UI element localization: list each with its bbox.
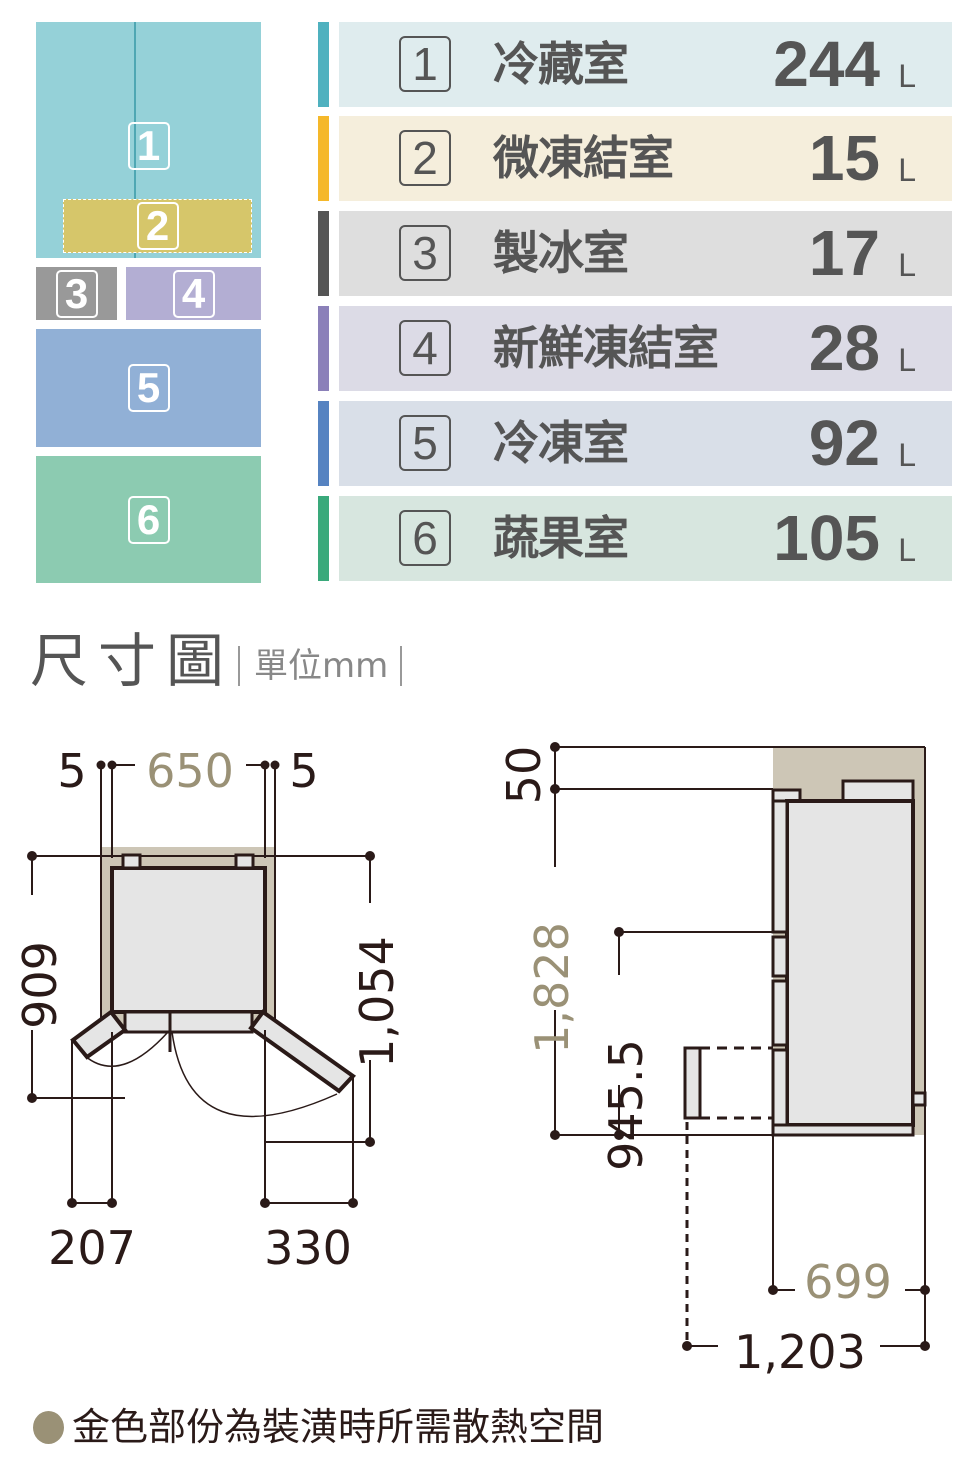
capacity-row: 2 微凍結室 15 L <box>318 116 952 201</box>
row-background: 2 微凍結室 15 L <box>339 116 952 201</box>
row-accent <box>318 401 329 486</box>
row-background: 6 蔬果室 105 L <box>339 496 952 581</box>
row-accent <box>318 211 329 296</box>
block-4: 4 <box>126 267 261 320</box>
right-door <box>248 1009 357 1094</box>
row-background: 5 冷凍室 92 L <box>339 401 952 486</box>
row-name: 微凍結室 <box>493 131 674 185</box>
left-door <box>70 1009 128 1060</box>
row-name: 冷凍室 <box>493 416 629 470</box>
block-3: 3 <box>36 267 117 320</box>
height-label: 1,828 <box>525 922 579 1054</box>
row-background: 3 製冰室 17 L <box>339 211 952 296</box>
right-gap-label: 5 <box>289 744 318 798</box>
row-name: 新鮮凍結室 <box>493 321 719 375</box>
row-name: 蔬果室 <box>493 511 629 565</box>
row-background: 4 新鮮凍結室 28 L <box>339 306 952 391</box>
capacity-row: 4 新鮮凍結室 28 L <box>318 306 952 391</box>
row-capacity: 15 <box>808 122 880 194</box>
capacity-row: 5 冷凍室 92 L <box>318 401 952 486</box>
depth-open-label: 1,054 <box>350 936 404 1068</box>
block-6-label: 6 <box>127 495 170 544</box>
row-capacity: 105 <box>773 502 880 574</box>
top-gap-label: 50 <box>497 746 551 805</box>
block-2: 2 <box>63 199 252 253</box>
note-text: 金色部份為裝潢時所需散熱空間 <box>72 1405 605 1449</box>
row-capacity: 28 <box>808 312 880 384</box>
row-accent <box>318 496 329 581</box>
row-unit: L <box>898 152 916 188</box>
unit-label: 單位mm <box>238 644 403 688</box>
block-2-label: 2 <box>136 202 179 250</box>
block-5-label: 5 <box>127 364 170 412</box>
dimension-title: 尺寸圖 <box>30 627 235 695</box>
side-view <box>550 742 930 1351</box>
row-accent <box>318 306 329 391</box>
row-capacity: 244 <box>773 28 880 100</box>
row-unit: L <box>898 437 916 473</box>
depth-open-side-label: 1,203 <box>734 1325 866 1379</box>
row-number: 1 <box>399 36 451 92</box>
block-1-label: 1 <box>127 122 170 170</box>
row-background: 1 冷藏室 244 L <box>339 22 952 107</box>
row-capacity: 92 <box>808 407 880 479</box>
block-6: 6 <box>36 456 261 583</box>
fridge-body-top <box>110 866 267 1014</box>
note-bullet <box>33 1411 64 1444</box>
row-name: 冷藏室 <box>493 37 629 91</box>
capacity-row: 6 蔬果室 105 L <box>318 496 952 581</box>
row-unit: L <box>898 532 916 568</box>
row-unit: L <box>898 58 916 94</box>
door-split-line <box>134 22 136 258</box>
row-accent <box>318 116 329 201</box>
width-label: 650 <box>146 744 234 798</box>
capacity-row: 1 冷藏室 244 L <box>318 22 952 107</box>
row-unit: L <box>898 342 916 378</box>
row-accent <box>318 22 329 107</box>
left-gap-label: 5 <box>57 744 86 798</box>
row-number: 2 <box>399 130 451 186</box>
right-door-label: 330 <box>264 1221 352 1275</box>
row-number: 6 <box>399 510 451 566</box>
depth-closed-label: 909 <box>13 941 67 1029</box>
depth-label: 699 <box>804 1255 892 1309</box>
drawer-open <box>683 1046 702 1120</box>
handle-height-label: 945.5 <box>599 1039 653 1171</box>
block-3-label: 3 <box>55 269 98 318</box>
left-door-label: 207 <box>48 1221 136 1275</box>
row-number: 5 <box>399 415 451 471</box>
row-number: 4 <box>399 320 451 376</box>
fridge-body-side <box>785 799 915 1127</box>
block-5: 5 <box>36 329 261 447</box>
row-name: 製冰室 <box>493 226 629 280</box>
row-number: 3 <box>399 225 451 281</box>
block-4-label: 4 <box>172 269 215 318</box>
unit-label-text: 單位mm <box>238 646 403 686</box>
row-unit: L <box>898 247 916 283</box>
capacity-row: 3 製冰室 17 L <box>318 211 952 296</box>
row-capacity: 17 <box>808 217 880 289</box>
top-view <box>27 760 375 1208</box>
